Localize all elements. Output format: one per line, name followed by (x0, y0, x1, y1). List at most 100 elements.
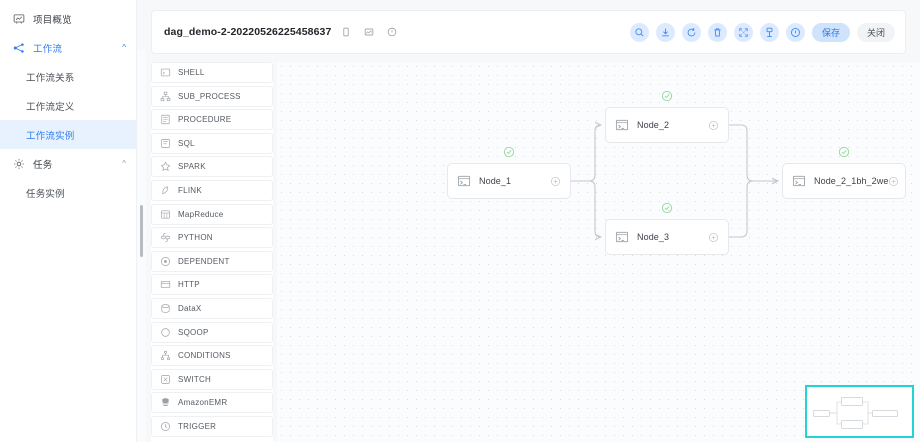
sidebar-subitem-label: 工作流实例 (26, 130, 75, 142)
sidebar-item-workflow-definition[interactable]: 工作流定义 (0, 91, 136, 120)
task-type-label: SQL (178, 138, 195, 148)
task-type-label: DataX (178, 303, 202, 313)
task-type-http[interactable]: HTTP (151, 274, 273, 296)
task-type-flink[interactable]: FLINK (151, 179, 273, 201)
add-downstream-icon[interactable] (550, 176, 561, 187)
save-button[interactable]: 保存 (811, 22, 850, 42)
toolbar: 保存 关闭 (629, 22, 895, 42)
shell-icon (457, 174, 471, 188)
http-icon (160, 279, 171, 290)
help-icon[interactable] (785, 22, 805, 42)
add-downstream-icon[interactable] (888, 176, 899, 187)
dashboard-icon (12, 12, 26, 26)
task-type-mapreduce[interactable]: MapReduce (151, 203, 273, 225)
page-title: dag_demo-2-20220526225458637 (164, 26, 332, 38)
task-type-sqoop[interactable]: SQOOP (151, 321, 273, 343)
sidebar-scrollbar[interactable] (137, 50, 146, 442)
task-type-conditions[interactable]: CONDITIONS (151, 345, 273, 367)
task-type-spark[interactable]: SPARK (151, 156, 273, 178)
task-type-sub-process[interactable]: SUB_PROCESS (151, 85, 273, 107)
add-downstream-icon[interactable] (708, 120, 719, 131)
task-type-dependent[interactable]: DEPENDENT (151, 250, 273, 272)
delete-icon[interactable] (707, 22, 727, 42)
datax-icon (160, 303, 171, 314)
sidebar-item-task-instance[interactable]: 任务实例 (0, 178, 136, 207)
sidebar-item-task[interactable]: 任务 ^ (0, 149, 136, 178)
task-type-shell[interactable]: SHELL (151, 62, 273, 83)
minimap-edges (830, 401, 872, 425)
spark-icon (160, 161, 171, 172)
task-type-label: TRIGGER (178, 421, 217, 431)
conditions-icon (160, 350, 171, 361)
switch-icon (160, 374, 171, 385)
task-type-amazonemr[interactable]: AmazonEMR (151, 392, 273, 414)
task-type-switch[interactable]: SWITCH (151, 368, 273, 390)
flink-icon (160, 185, 171, 196)
chevron-up-icon: ^ (122, 42, 126, 52)
refresh-icon[interactable] (681, 22, 701, 42)
minimap[interactable] (805, 385, 914, 438)
workflow-icon (12, 41, 26, 55)
node-status-badge-success (838, 145, 850, 158)
node-status-badge-success (661, 201, 673, 214)
task-type-python[interactable]: PYTHON (151, 227, 273, 249)
close-button[interactable]: 关闭 (856, 22, 895, 42)
dag-node-label: Node_2_1bh_2we (814, 176, 889, 186)
shell-icon (792, 174, 806, 188)
trigger-icon (160, 421, 171, 432)
edge-n3-n4 (729, 181, 778, 238)
title-icon-group (340, 27, 397, 38)
sidebar-item-workflow[interactable]: 工作流 ^ (0, 33, 136, 62)
info-icon[interactable] (386, 27, 397, 38)
shell-icon (615, 230, 629, 244)
screenshot-icon[interactable] (363, 27, 374, 38)
sidebar-item-workflow-instance[interactable]: 工作流实例 (0, 120, 136, 149)
task-type-label: DEPENDENT (178, 256, 230, 266)
minimap-node (872, 410, 898, 417)
dependent-icon (160, 256, 171, 267)
amazonemr-icon (160, 397, 171, 408)
task-type-label: FLINK (178, 185, 202, 195)
dag-node-node_2[interactable]: Node_2 (605, 107, 729, 143)
node-status-badge-success (661, 89, 673, 102)
copy-icon[interactable] (340, 27, 351, 38)
add-downstream-icon[interactable] (708, 232, 719, 243)
shell-icon (615, 118, 629, 132)
download-icon[interactable] (655, 22, 675, 42)
format-icon[interactable] (759, 22, 779, 42)
dag-node-label: Node_3 (637, 232, 670, 242)
sidebar-item-label: 任务 (33, 159, 53, 171)
task-type-procedure[interactable]: PROCEDURE (151, 109, 273, 131)
task-type-label: SWITCH (178, 374, 212, 384)
minimap-node (841, 397, 863, 406)
gear-icon (12, 157, 26, 171)
sidebar-subitem-label: 工作流定义 (26, 101, 75, 113)
task-type-label: AmazonEMR (178, 398, 228, 408)
task-type-label: PROCEDURE (178, 115, 232, 125)
fullscreen-icon[interactable] (733, 22, 753, 42)
task-type-trigger[interactable]: TRIGGER (151, 415, 273, 437)
shell-icon (160, 67, 171, 78)
edge-n1-n2 (571, 125, 601, 182)
procedure-icon (160, 114, 171, 125)
dag-node-node_2_1bh_2we[interactable]: Node_2_1bh_2we (782, 163, 906, 199)
search-icon[interactable] (629, 22, 649, 42)
mapreduce-icon (160, 209, 171, 220)
edge-n2-n4 (729, 124, 778, 181)
dag-node-label: Node_1 (479, 176, 512, 186)
sidebar-item-workflow-relation[interactable]: 工作流关系 (0, 62, 136, 91)
scrollbar-thumb[interactable] (140, 205, 143, 257)
workflow-editor: dag_demo-2-20220526225458637 (137, 0, 920, 442)
sidebar-item-project-overview[interactable]: 项目概览 (0, 4, 136, 33)
editor-header: dag_demo-2-20220526225458637 (151, 10, 906, 54)
dag-node-node_1[interactable]: Node_1 (447, 163, 571, 199)
task-type-label: SQOOP (178, 327, 209, 337)
chevron-up-icon: ^ (122, 158, 126, 168)
task-type-sql[interactable]: SQL (151, 132, 273, 154)
task-type-datax[interactable]: DataX (151, 297, 273, 319)
dag-node-label: Node_2 (637, 120, 670, 130)
dag-node-node_3[interactable]: Node_3 (605, 219, 729, 255)
